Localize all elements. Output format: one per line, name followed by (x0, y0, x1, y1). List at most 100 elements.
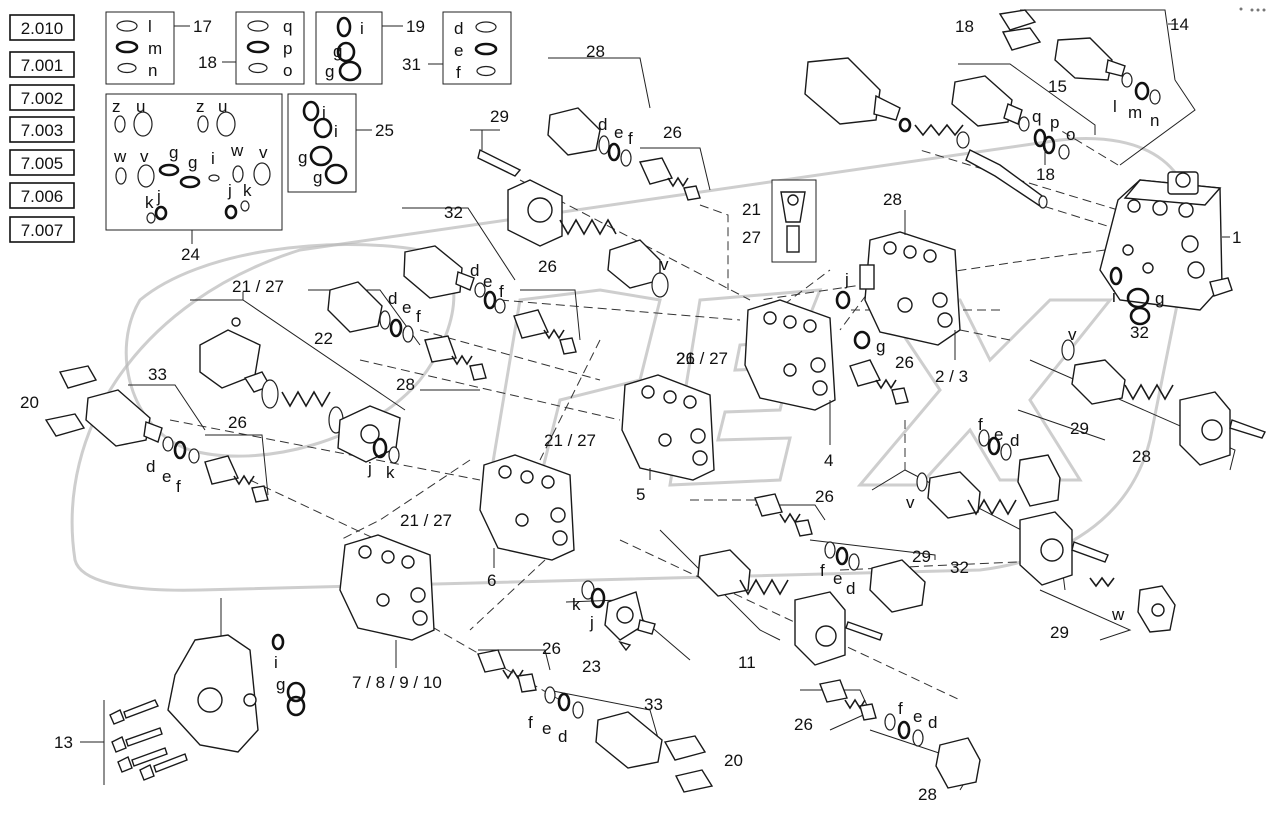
seal-letter: k (145, 193, 154, 212)
page-ref-7006[interactable]: 7.006 (9, 182, 75, 209)
seal-ring-icon (224, 204, 238, 220)
main-spool-assembly (804, 57, 1048, 209)
seal-ring-icon (309, 145, 333, 167)
section-body-7-8-9-10: 7 / 8 / 9 / 10 (339, 534, 442, 692)
callout-number: 21 / 27 (676, 349, 728, 368)
seal-letter: w (230, 141, 244, 160)
spring-cover-29-mid: 11 (659, 529, 883, 672)
seal-ring-icon (1129, 306, 1151, 326)
seal-letter: m (148, 39, 162, 58)
page-ref-7003[interactable]: 7.003 (9, 116, 75, 143)
seal-letter: e (402, 298, 411, 317)
callout-number: 26 (542, 639, 561, 658)
callout-number: 4 (824, 451, 833, 470)
seal-ring-icon (146, 212, 156, 224)
callout-number: 18 (1036, 165, 1055, 184)
callout-number: 28 (1132, 447, 1151, 466)
seal-letter: g (188, 153, 197, 172)
check-spool-26-g: 26 (477, 639, 561, 693)
spring-cover-29-lower: v 29 (871, 469, 1109, 591)
section-body-4: 4 26 (676, 299, 836, 470)
seal-letter: z (112, 97, 121, 116)
seal-letter: g (325, 62, 334, 81)
check-spool-26-e: 26 (204, 413, 269, 503)
seal-letter: k (572, 595, 581, 614)
seal-letter: d (454, 19, 463, 38)
seal-letter: j (844, 270, 849, 289)
callout-number: 21 (742, 200, 761, 219)
seal-letter: v (660, 255, 669, 274)
seal-letter: u (218, 97, 227, 116)
seal-letter: i (211, 149, 215, 168)
callout-number: 25 (375, 121, 394, 140)
seal-letter: e (913, 707, 922, 726)
callout-number: 23 (582, 657, 601, 676)
seal-letter: f (456, 63, 461, 82)
callout-number: 13 (54, 733, 73, 752)
seal-letter: g (313, 168, 322, 187)
page-ref-7005[interactable]: 7.005 (9, 149, 75, 176)
callout-number: 26 (895, 353, 914, 372)
callout-number: 26 (538, 257, 557, 276)
callout-number: 27 (742, 228, 761, 247)
plug-assembly-30: w 29 (1039, 576, 1176, 642)
seal-letter: f (528, 713, 533, 732)
page-ref-7002[interactable]: 7.002 (9, 84, 75, 111)
seal-letter: g (169, 143, 178, 162)
seal-letter: g (876, 337, 885, 356)
seal-letter: j (156, 187, 161, 206)
page-reference-list: 2.010 7.001 7.002 7.003 7.005 7.006 7.00… (9, 14, 75, 243)
seal-set-17: l m n 17 (105, 11, 212, 85)
callout-number: 2 / 3 (935, 367, 968, 386)
check-spool-26-f: 26 (754, 487, 834, 537)
page-ref-2010[interactable]: 2.010 (9, 14, 75, 41)
callout-number: 32 (1130, 323, 1149, 342)
seal-ring-icon (336, 16, 352, 38)
seal-ring-icon (117, 62, 137, 74)
protective-cap-20-top: 18 (955, 9, 1042, 51)
seal-ring-icon (133, 111, 153, 137)
callout-number: 26 (228, 413, 247, 432)
page-ref-label: 7.003 (21, 121, 64, 140)
seal-set-18: q p o 18 (198, 11, 305, 85)
seal-letter: z (196, 97, 205, 116)
seal-letter: l (148, 17, 152, 36)
callout-number: 11 (738, 653, 756, 672)
seal-letter: f (820, 561, 825, 580)
seal-letter: d (928, 713, 937, 732)
callout-number: 33 (644, 695, 663, 714)
callout-number: 28 (586, 42, 605, 61)
seal-letter: e (994, 425, 1003, 444)
seal-letter: g (1155, 289, 1164, 308)
seal-letter: k (386, 463, 395, 482)
seal-letter: j (589, 613, 594, 632)
page-ref-label: 7.002 (21, 89, 64, 108)
seal-letter: n (148, 61, 157, 80)
seal-letter: v (140, 147, 149, 166)
callout-number: 29 (912, 547, 931, 566)
check-spool-26-top: 26 (638, 123, 711, 201)
seal-ring-icon (115, 40, 139, 54)
page-ref-7001[interactable]: 7.001 (9, 51, 75, 78)
seal-letter: i (274, 653, 278, 672)
seal-letter: d (1010, 431, 1019, 450)
spring-cover-22: 21 / 27 j k (190, 277, 406, 482)
seal-letter: d (388, 289, 397, 308)
seal-letter: j (367, 459, 372, 478)
page-ref-label: 7.006 (21, 187, 64, 206)
page-ref-label: 7.005 (21, 154, 64, 173)
check-valve-21-27: 21 27 (742, 179, 817, 263)
callout-number: 29 (1070, 419, 1089, 438)
seal-ring-icon (253, 162, 271, 186)
callout-number: 28 (396, 375, 415, 394)
seal-letter: g (333, 42, 342, 61)
seal-letter: f (416, 307, 421, 326)
seal-letter: e (454, 41, 463, 60)
seal-letter: q (283, 17, 292, 36)
seal-letter: i (360, 19, 364, 38)
seal-letter: w (113, 147, 127, 166)
seal-ring-icon (248, 62, 268, 74)
seal-letter: w (1111, 605, 1125, 624)
page-ref-7007[interactable]: 7.007 (9, 216, 75, 243)
